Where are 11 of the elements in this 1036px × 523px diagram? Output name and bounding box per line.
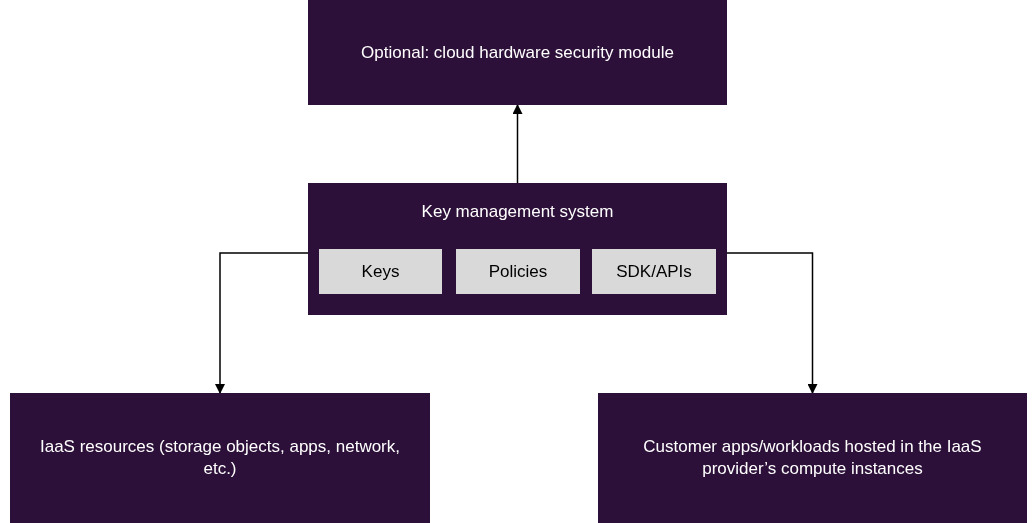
component-box: SDK/APIs <box>592 249 716 294</box>
system-panel <box>308 183 727 315</box>
arrow <box>726 252 818 394</box>
process-box: Customer apps/workloads hosted in the IaaS provider’s compute instances <box>598 393 1027 523</box>
component-box: Policies <box>456 249 580 294</box>
process-box: Optional: cloud hardware security module <box>308 0 727 105</box>
component-box: Keys <box>319 249 442 294</box>
arrow <box>215 252 309 394</box>
arrow <box>512 104 523 184</box>
process-box: IaaS resources (storage objects, apps, network, etc.) <box>10 393 430 523</box>
panel-heading: Key management system <box>420 201 615 223</box>
